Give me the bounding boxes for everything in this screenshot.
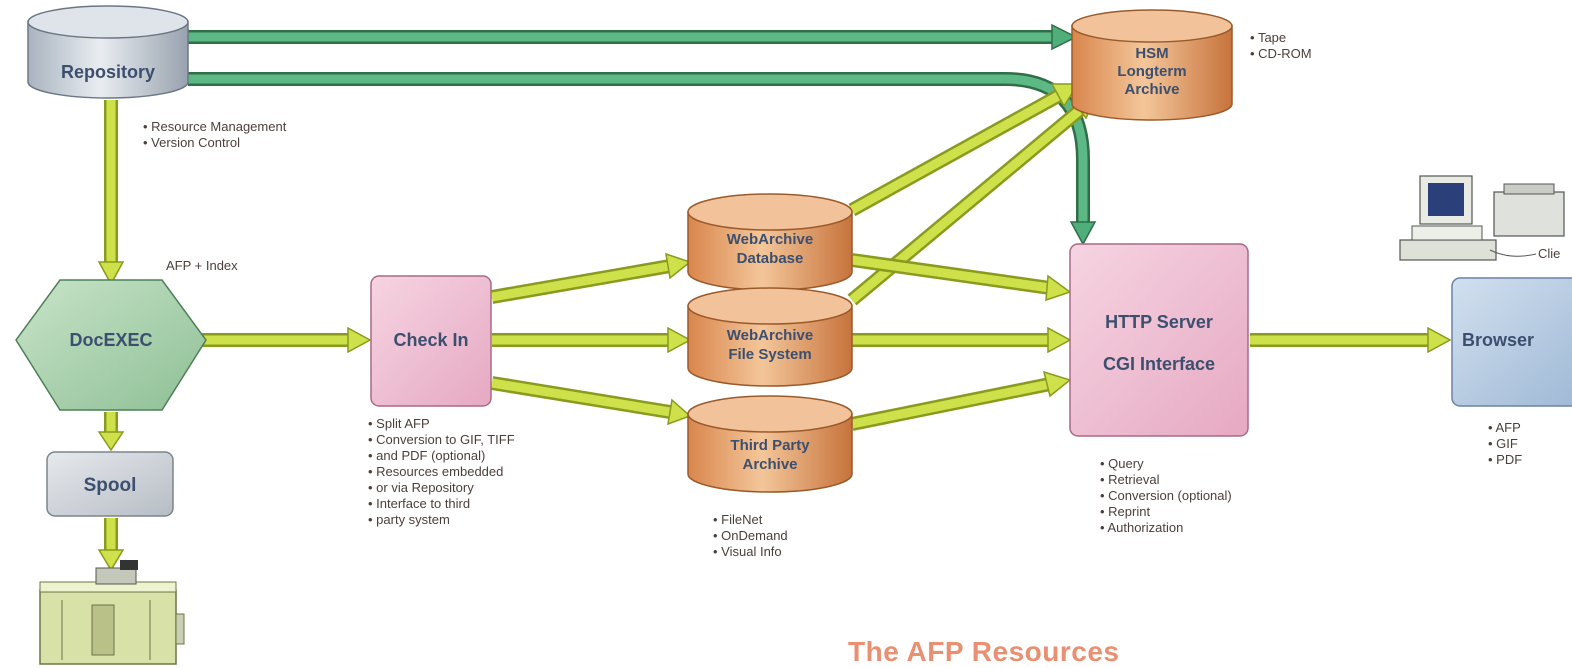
webarchive-file-system-node: WebArchive File System	[687, 287, 853, 387]
arrow-checkin-to-webarchive-fs	[492, 326, 692, 354]
arrow-webarchive-db-to-http	[851, 253, 1072, 302]
arrow-docexec-to-checkin	[198, 326, 372, 354]
third-party-label-2: Archive	[742, 456, 797, 473]
docexec-label: DocEXEC	[69, 330, 152, 350]
arrow-third-party-to-http	[850, 370, 1072, 431]
note-item: CD-ROM	[1250, 46, 1311, 62]
arrow-checkin-to-webarchive-db	[490, 252, 692, 304]
note-item: OnDemand	[713, 528, 787, 544]
repository-notes: Resource Management Version Control	[143, 119, 286, 151]
note-item: FileNet	[713, 512, 788, 528]
note-item: PDF	[1488, 452, 1522, 468]
check-in-node: Check In	[370, 275, 492, 407]
diagram-title: The AFP Resources	[848, 636, 1120, 667]
note-item: Interface to third	[368, 496, 515, 512]
note-item: Conversion (optional)	[1100, 488, 1232, 504]
webarchive-db-label-2: Database	[737, 250, 804, 267]
http-server-label-1: HTTP Server	[1105, 312, 1213, 332]
client-label: Clie	[1538, 246, 1560, 261]
third-party-archive-node: Third Party Archive	[687, 395, 853, 493]
third-party-label-1: Third Party	[730, 437, 810, 454]
repository-node: Repository	[27, 5, 189, 99]
http-server-node: HTTP Server CGI Interface	[1069, 243, 1249, 437]
note-item: Version Control	[143, 135, 286, 151]
third-party-notes: FileNet OnDemand Visual Info	[713, 512, 788, 560]
note-item: AFP	[1488, 420, 1522, 436]
arrow-repository-to-docexec	[97, 100, 125, 286]
http-server-label-2: CGI Interface	[1103, 354, 1215, 374]
afp-index-label: AFP + Index	[166, 258, 238, 273]
hsm-node: HSM Longterm Archive	[1071, 9, 1233, 121]
check-in-label: Check In	[393, 330, 468, 350]
arrow-http-to-browser	[1250, 326, 1452, 354]
client-computer-icon	[1399, 175, 1565, 261]
printer-icon	[39, 560, 185, 665]
arrows	[97, 23, 1452, 572]
arrow-repository-to-hsm	[188, 23, 1078, 51]
browser-node: Browser	[1451, 277, 1572, 407]
arrow-docexec-to-spool	[97, 412, 125, 452]
hsm-label-1: HSM	[1135, 45, 1168, 62]
note-item: Retrieval	[1100, 472, 1232, 488]
webarchive-database-node: WebArchive Database	[687, 193, 853, 291]
note-item: GIF	[1488, 436, 1522, 452]
arrow-spool-to-printer	[97, 518, 125, 572]
note-item: Resources embedded	[368, 464, 515, 480]
webarchive-db-label-1: WebArchive	[727, 231, 813, 248]
webarchive-fs-label-1: WebArchive	[727, 327, 813, 344]
hsm-notes: Tape CD-ROM	[1250, 30, 1312, 62]
note-item: Authorization	[1100, 520, 1232, 536]
hsm-label-2: Longterm	[1117, 63, 1186, 80]
note-item: Visual Info	[713, 544, 788, 560]
http-server-notes: Query Retrieval Conversion (optional) Re…	[1100, 456, 1232, 536]
note-item: Conversion to GIF, TIFF	[368, 432, 514, 448]
arrow-webarchive-fs-to-http	[852, 326, 1072, 354]
arrow-checkin-to-third-party	[490, 376, 692, 426]
note-item: Split AFP	[368, 416, 515, 432]
repository-label: Repository	[61, 62, 155, 82]
webarchive-fs-label-2: File System	[728, 346, 811, 363]
note-item: Tape	[1250, 30, 1312, 46]
note-item: or via Repository	[368, 480, 515, 496]
spool-node: Spool	[46, 451, 174, 517]
note-item: party system	[368, 512, 515, 528]
note-item: Resource Management	[143, 119, 286, 135]
note-item: Query	[1100, 456, 1232, 472]
note-item: Reprint	[1100, 504, 1232, 520]
check-in-notes: Split AFP Conversion to GIF, TIFF and PD…	[368, 416, 515, 528]
docexec-node: DocEXEC	[15, 279, 207, 411]
note-item: and PDF (optional)	[368, 448, 515, 464]
hsm-label-3: Archive	[1124, 81, 1179, 98]
spool-label: Spool	[84, 475, 137, 496]
browser-label: Browser	[1462, 330, 1534, 350]
browser-notes: AFP GIF PDF	[1488, 420, 1522, 468]
